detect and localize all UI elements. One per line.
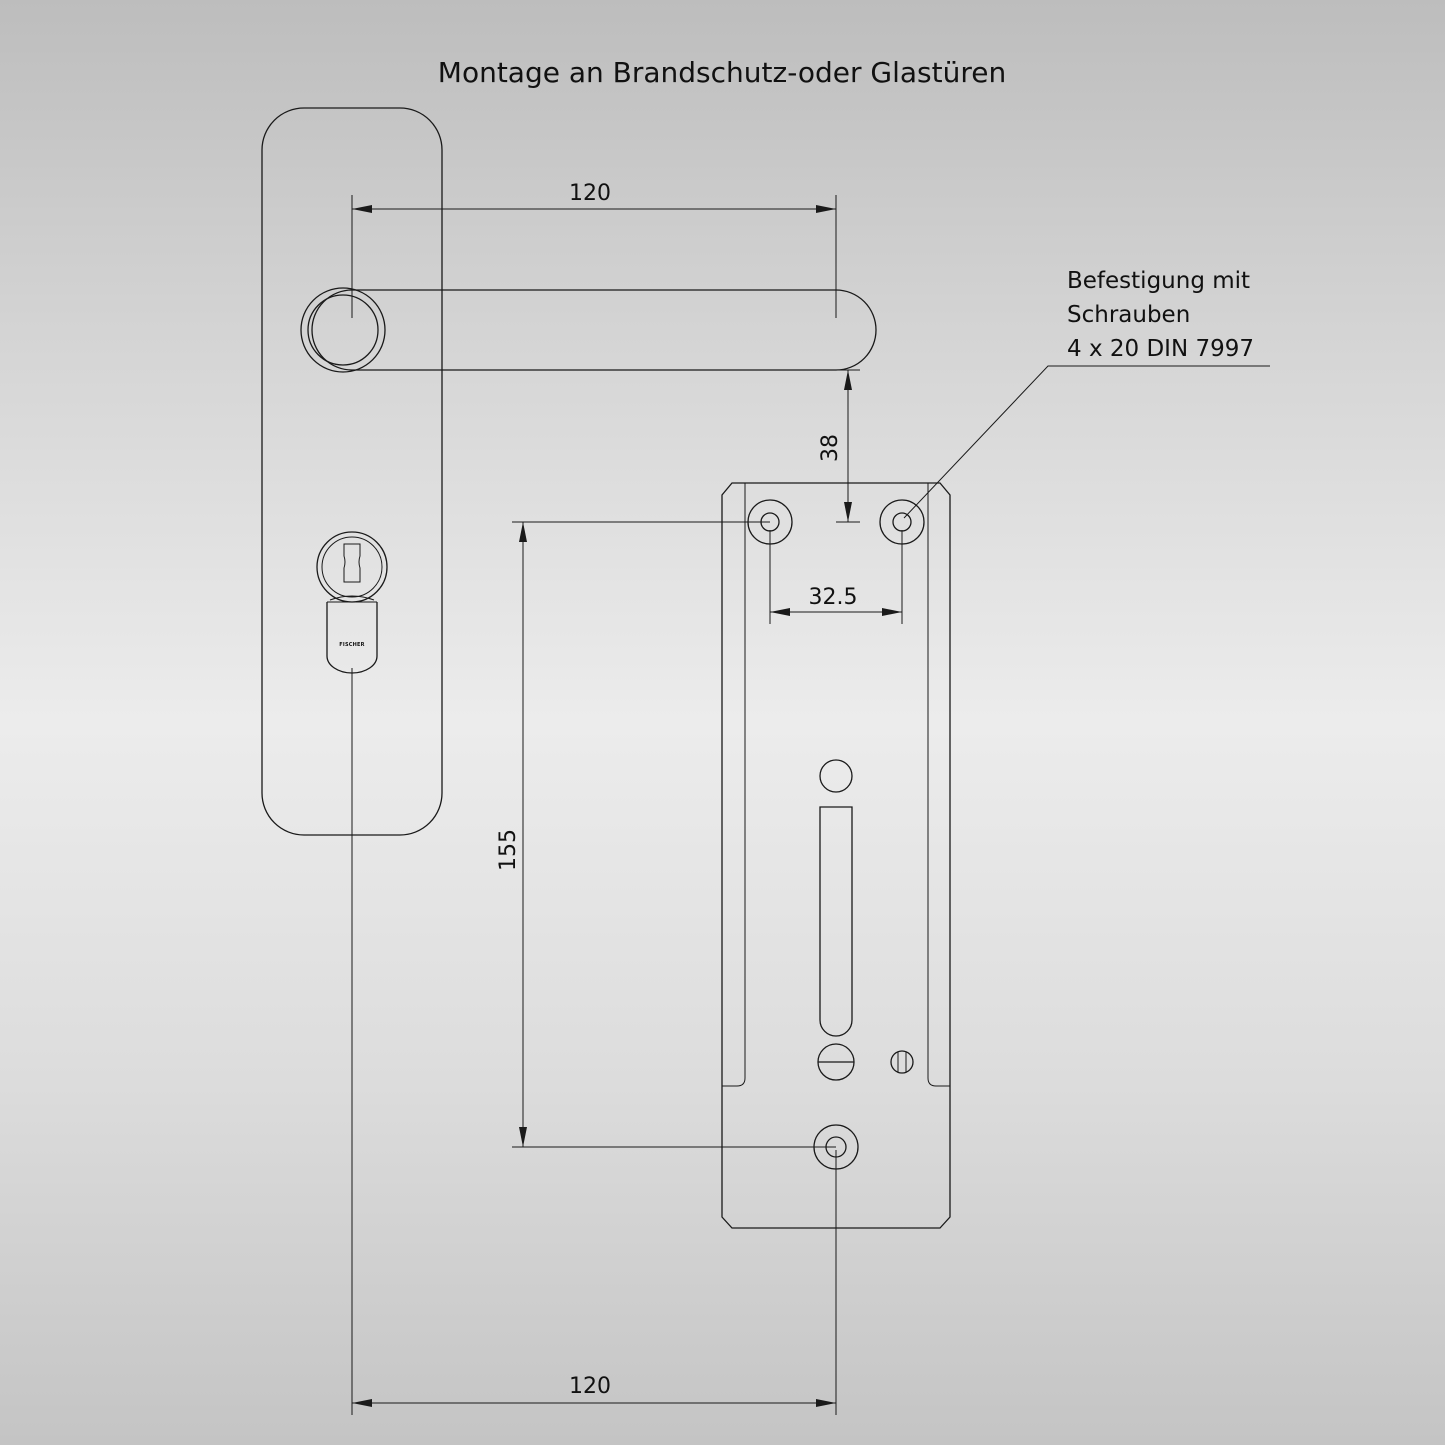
dimension-handle-length-label: 120	[569, 181, 611, 206]
dimension-vertical-spacing-label: 155	[496, 829, 521, 871]
dimension-handle-height-label: 38	[818, 434, 843, 462]
dimension-handle-length: 120	[351, 181, 837, 318]
slotted-hole	[817, 1043, 855, 1081]
mounting-plate	[721, 482, 951, 1229]
lock-cylinder: FISCHER	[316, 531, 388, 674]
screw-note-line1: Befestigung mit	[1067, 268, 1250, 294]
screw-note-line3: 4 x 20 DIN 7997	[1067, 336, 1254, 362]
dimension-bottom-spacing-label: 120	[569, 1374, 611, 1399]
dimension-screw-spacing-label: 32.5	[809, 585, 858, 610]
vertical-slot	[819, 806, 853, 1037]
handle-rose	[300, 287, 386, 373]
dimension-vertical-spacing: 155	[496, 521, 836, 1148]
small-screw	[890, 1050, 914, 1074]
screw-note-line2: Schrauben	[1067, 302, 1190, 328]
screw-note-leader	[903, 365, 1270, 519]
lever-handle	[311, 289, 877, 371]
screw-note: Befestigung mit Schrauben 4 x 20 DIN 799…	[903, 268, 1270, 519]
diagram-title: Montage an Brandschutz-oder Glastüren	[438, 56, 1006, 89]
cylinder-brand-label: FISCHER	[339, 642, 364, 648]
dimension-bottom-spacing: 120	[351, 668, 837, 1415]
spindle-hole	[819, 759, 853, 793]
dimension-screw-spacing: 32.5	[769, 530, 903, 624]
dimension-handle-height: 38	[818, 369, 860, 523]
